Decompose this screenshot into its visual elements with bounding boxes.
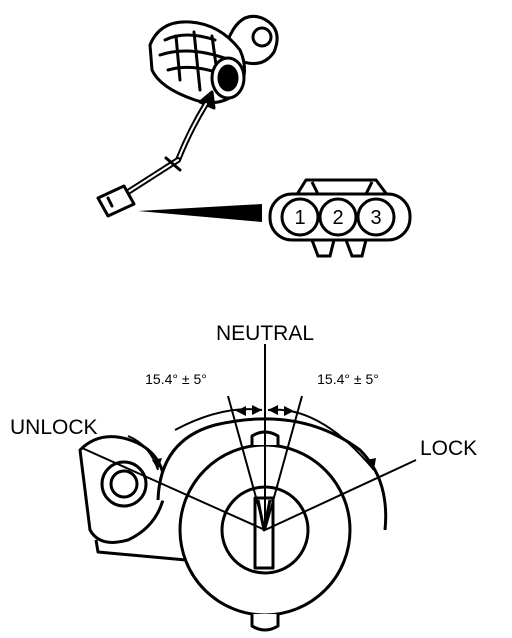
lock-line: [264, 459, 417, 531]
pin-3-label: 3: [370, 207, 381, 229]
pin-1: [280, 197, 320, 237]
angle-left-label: 15.4° ± 5°: [145, 371, 207, 387]
pin-2-label: 2: [332, 207, 343, 229]
sensor-assembly: [96, 14, 279, 218]
angle-right-label: 15.4° ± 5°: [317, 371, 379, 387]
pin-1-label: 1: [294, 207, 305, 229]
left-limit-line: [227, 395, 266, 531]
lock-label: LOCK: [420, 437, 477, 460]
neutral-label: NEUTRAL: [216, 322, 314, 345]
pin-3: [356, 197, 396, 237]
connector-pins: 1 2 3: [280, 197, 396, 237]
angle-lines: [81, 344, 417, 531]
unlock-line: [81, 447, 266, 531]
right-limit-line: [264, 395, 303, 531]
connector-pointer: [138, 204, 262, 222]
arc-arrowheads: [152, 405, 376, 470]
pin-2: [318, 197, 358, 237]
switch-housing: [78, 417, 388, 632]
unlock-label: UNLOCK: [10, 416, 98, 439]
